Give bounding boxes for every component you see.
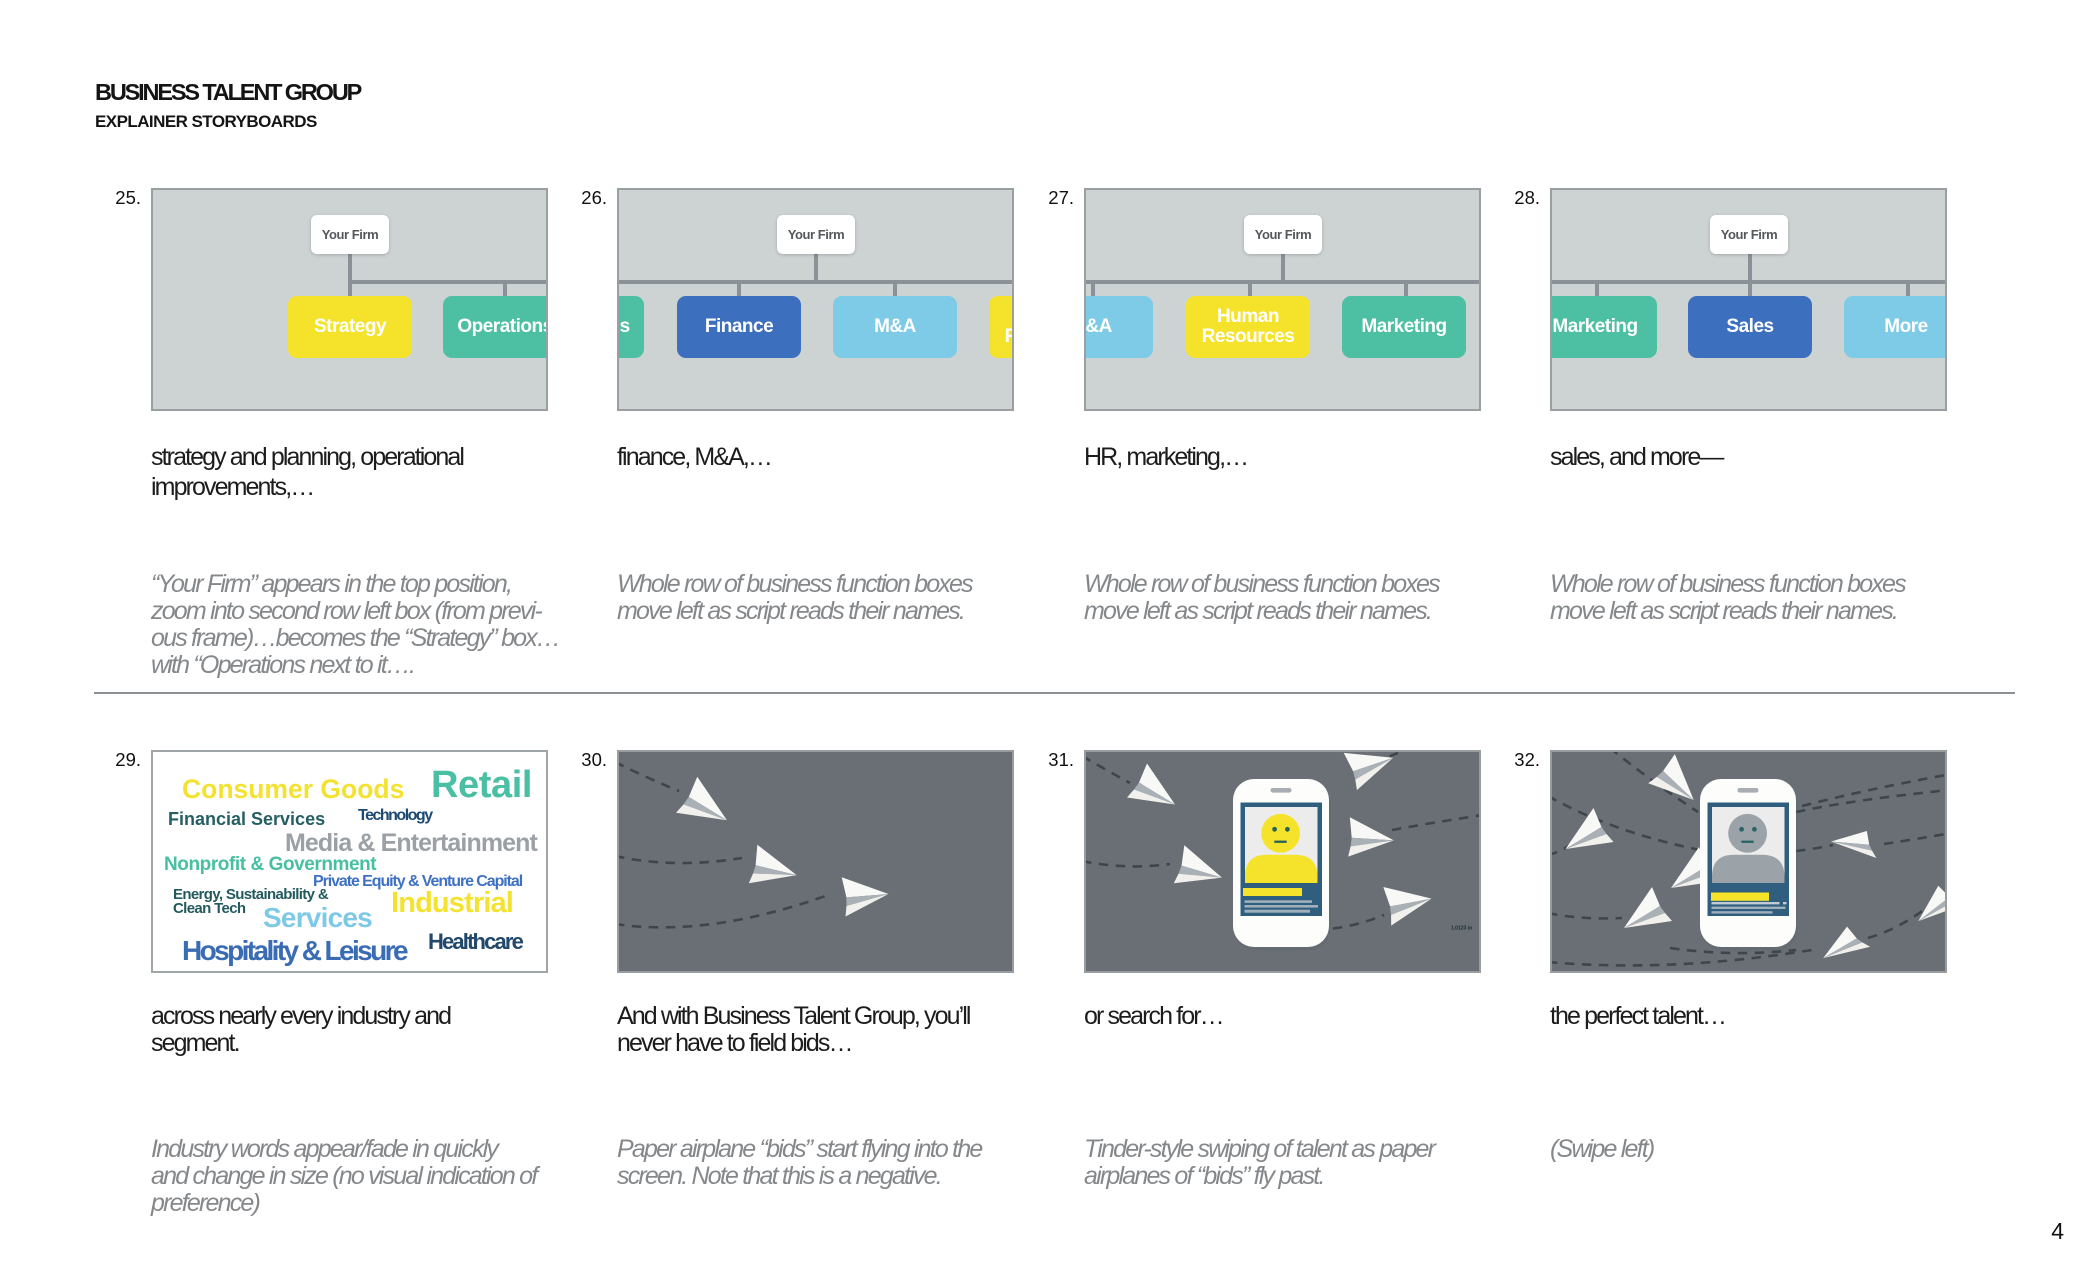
svg-text:1.0123 in: 1.0123 in (1451, 926, 1472, 932)
